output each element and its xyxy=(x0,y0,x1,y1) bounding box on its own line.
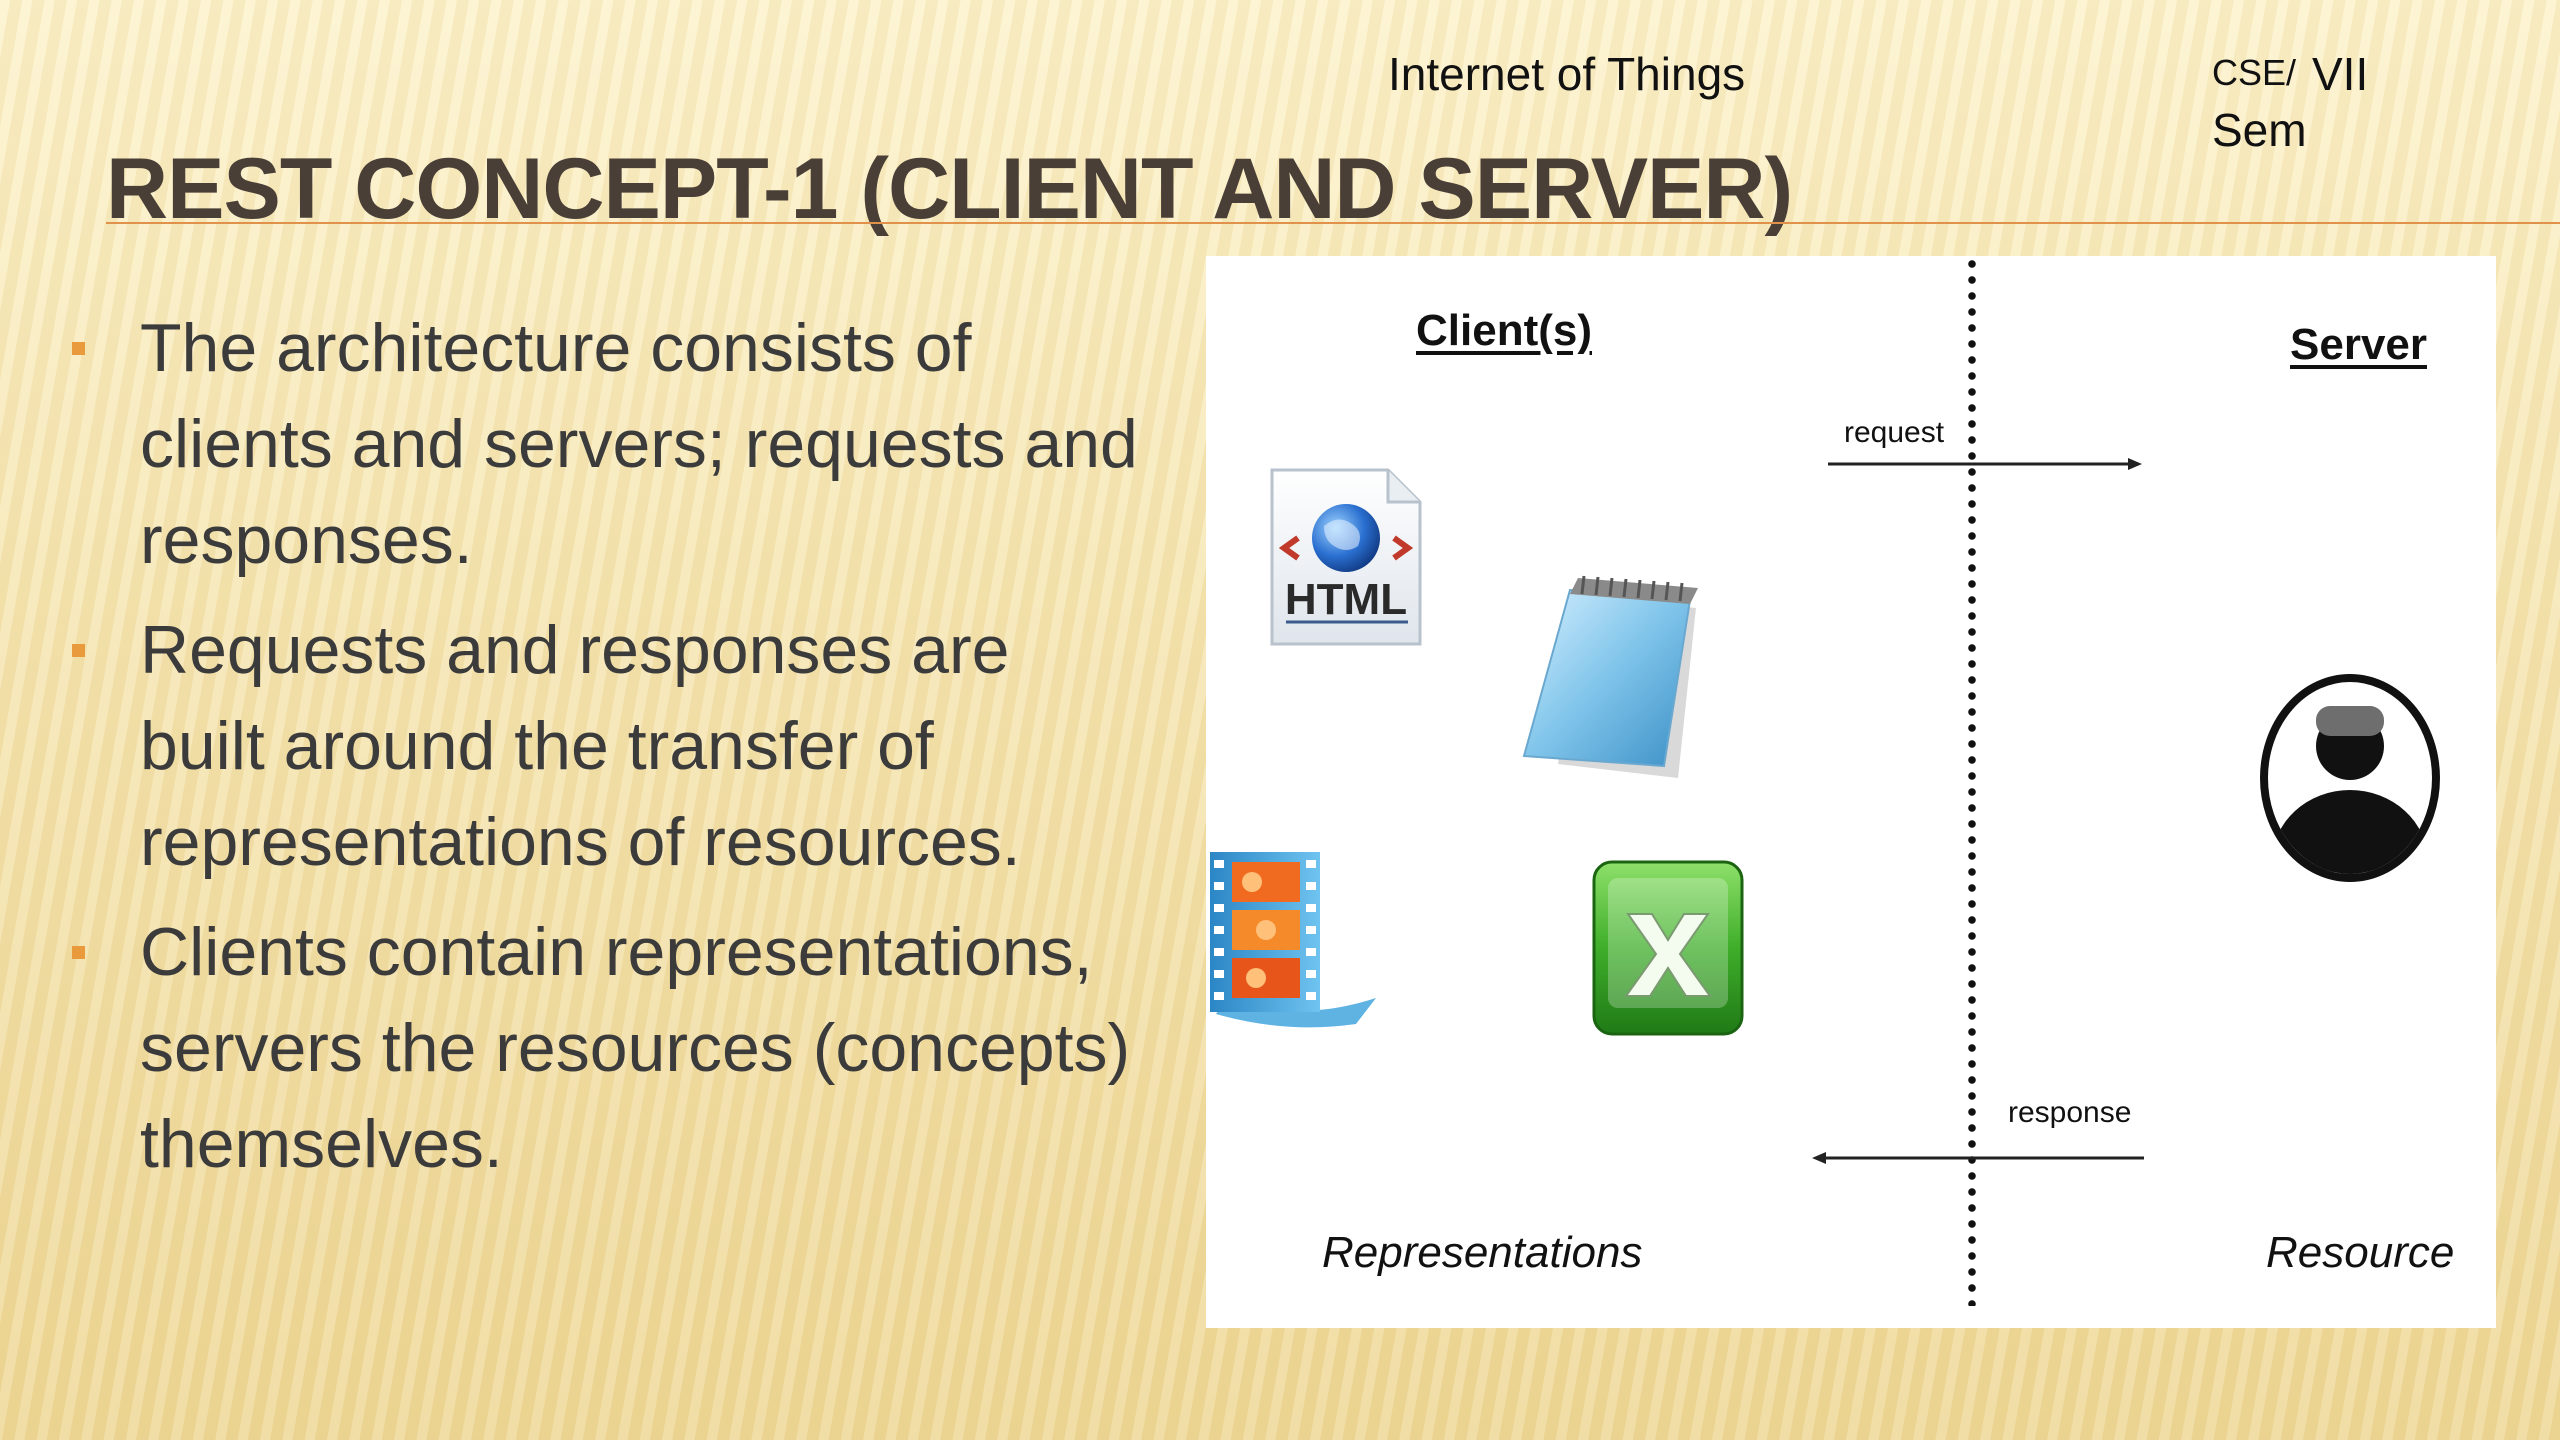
header-subject: Internet of Things xyxy=(1388,48,1746,100)
request-arrow-icon xyxy=(1828,458,2142,470)
notepad-icon xyxy=(1522,575,1698,778)
html-icon-text: HTML xyxy=(1285,575,1407,624)
bullet-item: Clients contain representations, servers… xyxy=(60,904,1140,1192)
html-document-icon: HTML xyxy=(1270,468,1422,646)
header-semester: Sem xyxy=(2212,104,2307,156)
client-label: Client(s) xyxy=(1416,306,1592,355)
bullet-item: Requests and responses are built around … xyxy=(60,602,1140,890)
excel-spreadsheet-icon xyxy=(1592,860,1744,1036)
header-semester-number: VII xyxy=(2312,48,2369,100)
bullet-item: The architecture consists of clients and… xyxy=(60,300,1140,588)
bullet-marker-icon xyxy=(72,342,85,355)
resource-label: Resource xyxy=(2266,1228,2455,1277)
request-label: request xyxy=(1844,416,1945,449)
bullet-text: Requests and responses are built around … xyxy=(140,612,1021,880)
bullet-marker-icon xyxy=(72,644,85,657)
representations-label: Representations xyxy=(1322,1228,1643,1277)
header-course: CSE/ xyxy=(2212,52,2297,93)
bullet-text: The architecture consists of clients and… xyxy=(140,310,1138,578)
server-label: Server xyxy=(2290,320,2428,369)
slide-title: REST CONCEPT-1 (CLIENT AND SERVER) xyxy=(106,141,1793,237)
dotted-divider xyxy=(1968,256,1976,1306)
response-label: response xyxy=(2008,1096,2132,1129)
bullet-list: The architecture consists of clients and… xyxy=(60,300,1140,1206)
response-arrow-icon xyxy=(1812,1152,2144,1164)
bullet-text: Clients contain representations, servers… xyxy=(140,914,1131,1182)
title-rule xyxy=(106,222,2560,224)
user-avatar-icon xyxy=(2260,674,2440,882)
client-server-diagram: Client(s) Server request response xyxy=(1206,256,2496,1328)
movie-clip-icon xyxy=(1210,852,1376,1028)
bullet-marker-icon xyxy=(72,946,85,959)
